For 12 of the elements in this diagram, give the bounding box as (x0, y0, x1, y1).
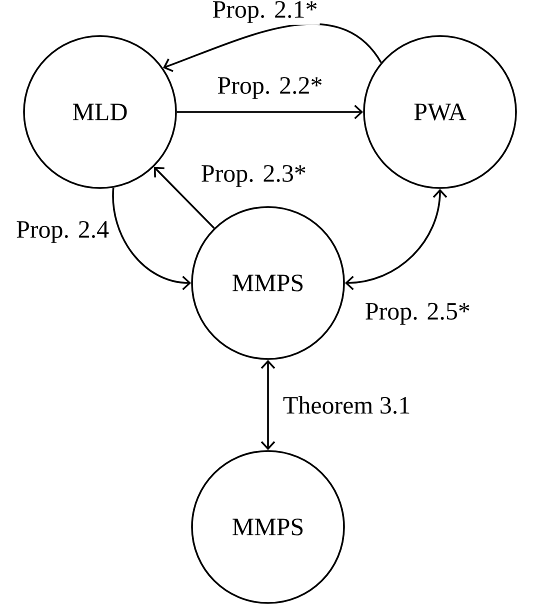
edge-label: Prop. 2.2* (215, 75, 325, 101)
arrow (176, 104, 364, 120)
arrow (344, 188, 448, 290)
edge-label: Theorem 3.1 (280, 394, 413, 416)
arrow (260, 360, 276, 450)
edge-label: Prop. 2.4 (14, 219, 112, 245)
arrow (154, 166, 215, 229)
edge-label: Prop. 2.3* (198, 163, 308, 189)
edge-label: Prop. 2.1* (210, 0, 320, 25)
arrow (112, 188, 192, 290)
arrow (163, 23, 382, 72)
edge-label: Prop. 2.5* (362, 300, 472, 327)
